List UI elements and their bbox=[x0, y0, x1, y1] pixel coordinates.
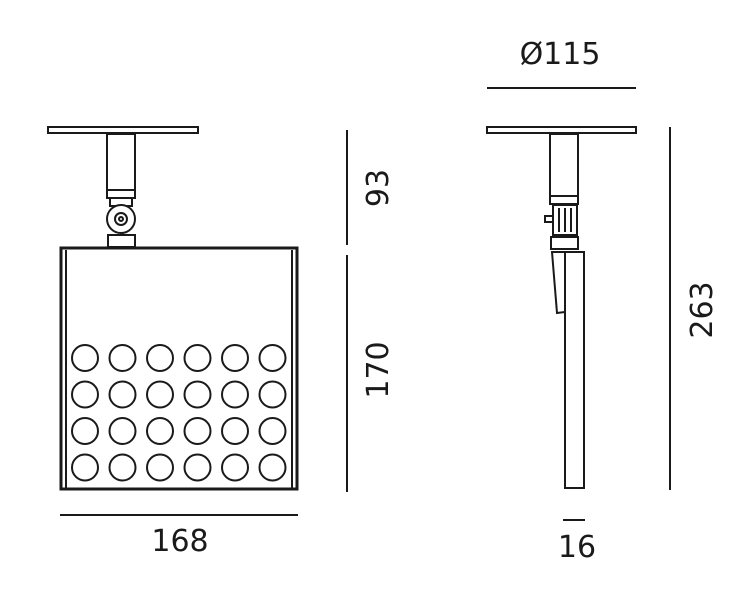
led-lens bbox=[221, 453, 249, 482]
led-lens bbox=[146, 380, 174, 409]
led-lens bbox=[71, 417, 99, 445]
led-lens bbox=[108, 453, 137, 482]
side-stem bbox=[549, 133, 579, 197]
led-lens bbox=[183, 380, 212, 409]
led-lens bbox=[108, 380, 137, 409]
stem-height-label: 93 bbox=[361, 169, 396, 207]
led-lens bbox=[221, 344, 249, 372]
led-lens bbox=[71, 380, 99, 409]
led-lens bbox=[183, 453, 212, 482]
led-lens bbox=[71, 344, 99, 372]
led-lens bbox=[108, 417, 137, 445]
led-lens bbox=[258, 380, 287, 409]
side-body bbox=[564, 251, 585, 489]
side-bracket bbox=[550, 251, 566, 315]
led-lens bbox=[146, 344, 174, 372]
led-grid bbox=[71, 344, 287, 482]
side-view bbox=[486, 126, 637, 489]
front-collar bbox=[107, 234, 136, 248]
led-lens bbox=[146, 453, 174, 482]
front-stem bbox=[106, 133, 136, 199]
led-lens bbox=[146, 417, 174, 445]
canopy-diameter-label: Ø115 bbox=[520, 37, 601, 72]
led-lens bbox=[258, 453, 287, 482]
led-lens bbox=[183, 417, 212, 445]
front-joint bbox=[106, 204, 136, 234]
front-view bbox=[47, 126, 299, 491]
led-lens bbox=[221, 380, 249, 409]
side-canopy-plate bbox=[486, 126, 637, 134]
front-canopy-plate bbox=[47, 126, 199, 134]
body-width-label: 168 bbox=[151, 524, 208, 559]
led-lens bbox=[108, 344, 137, 372]
body-height-label: 170 bbox=[361, 341, 396, 398]
body-depth-label: 16 bbox=[558, 530, 596, 565]
led-lens bbox=[221, 417, 249, 445]
led-lens bbox=[258, 417, 287, 445]
total-height-label: 263 bbox=[685, 281, 720, 338]
led-lens bbox=[258, 344, 287, 372]
led-lens bbox=[71, 453, 99, 482]
front-body bbox=[59, 246, 299, 491]
led-lens bbox=[183, 344, 212, 372]
